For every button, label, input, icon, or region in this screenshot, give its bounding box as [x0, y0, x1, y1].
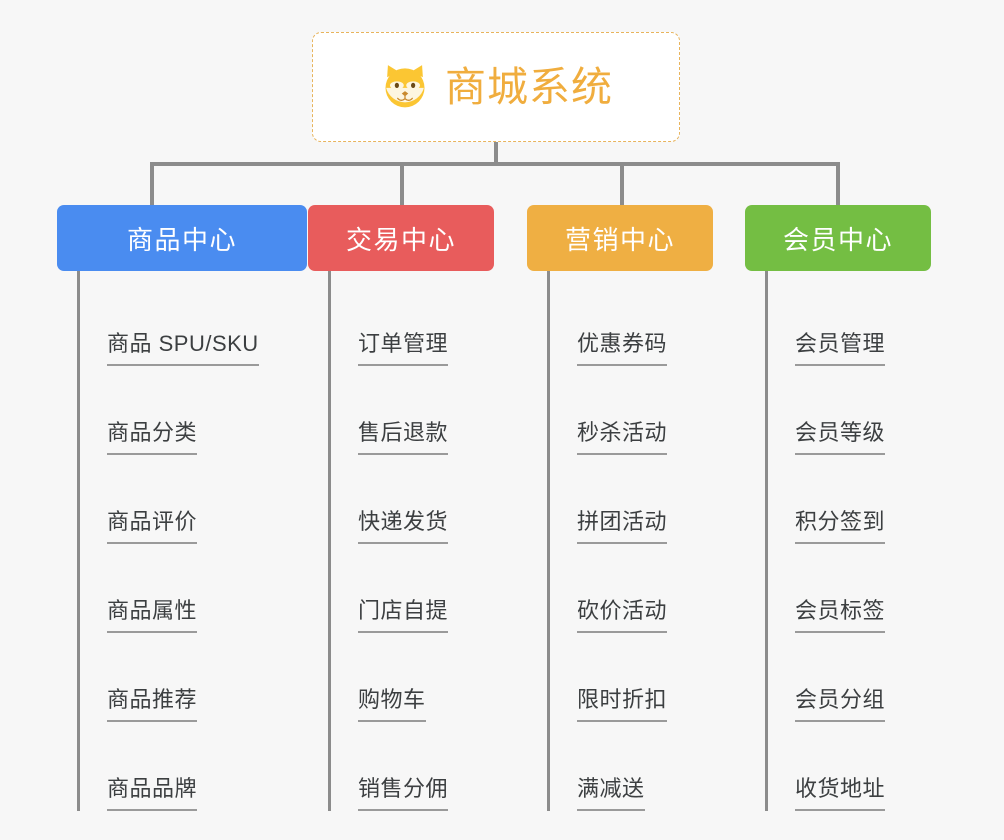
branch-column-2: 交易中心 订单管理 售后退款 快递发货 门店自提 购物车 销售分佣: [308, 205, 494, 811]
branch-column-3: 营销中心 优惠券码 秒杀活动 拼团活动 砍价活动 限时折扣 满减送: [527, 205, 713, 811]
leaf-spine-1: [77, 271, 80, 811]
leaf-label: 商品分类: [107, 422, 198, 455]
leaf-label: 拼团活动: [577, 511, 668, 544]
leaf-label: 商品评价: [107, 511, 198, 544]
leaf-item[interactable]: 商品分类: [57, 366, 307, 455]
leaf-item[interactable]: 门店自提: [308, 544, 494, 633]
branch-header-label-2: 交易中心: [345, 224, 456, 255]
leaf-item[interactable]: 商品 SPU/SKU: [57, 277, 307, 366]
leaf-item[interactable]: 销售分佣: [308, 722, 494, 811]
leaf-item[interactable]: 会员标签: [745, 544, 931, 633]
leaf-label: 收货地址: [795, 778, 886, 811]
leaf-label: 会员管理: [795, 333, 886, 366]
leaf-item[interactable]: 优惠券码: [527, 277, 713, 366]
leaf-label: 秒杀活动: [577, 422, 668, 455]
leaf-label: 会员标签: [795, 600, 886, 633]
leaf-label: 商品属性: [107, 600, 198, 633]
leaf-item[interactable]: 满减送: [527, 722, 713, 811]
branch-header-label-3: 营销中心: [564, 224, 675, 255]
leaf-label: 满减送: [577, 778, 645, 811]
leaf-label: 会员分组: [795, 689, 886, 722]
root-node[interactable]: 商城系统: [312, 32, 680, 142]
branch-header-1[interactable]: 商品中心: [57, 205, 307, 271]
leaf-spine-3: [547, 271, 550, 811]
leaf-label: 商品推荐: [107, 689, 198, 722]
leaf-label: 商品品牌: [107, 778, 198, 811]
branch-header-label-4: 会员中心: [782, 224, 893, 255]
connector-drop-1: [150, 162, 154, 206]
connector-drop-4: [836, 162, 840, 206]
leaf-item[interactable]: 会员分组: [745, 633, 931, 722]
leaf-item[interactable]: 收货地址: [745, 722, 931, 811]
leaf-label: 商品 SPU/SKU: [107, 333, 259, 366]
leaf-item[interactable]: 快递发货: [308, 455, 494, 544]
leaf-list-2: 订单管理 售后退款 快递发货 门店自提 购物车 销售分佣: [308, 271, 494, 811]
leaf-spine-4: [765, 271, 768, 811]
leaf-label: 限时折扣: [577, 689, 668, 722]
leaf-label: 门店自提: [358, 600, 449, 633]
leaf-label: 购物车: [358, 689, 426, 722]
leaf-item[interactable]: 砍价活动: [527, 544, 713, 633]
leaf-item[interactable]: 会员等级: [745, 366, 931, 455]
leaf-item[interactable]: 商品推荐: [57, 633, 307, 722]
leaf-item[interactable]: 秒杀活动: [527, 366, 713, 455]
leaf-label: 积分签到: [795, 511, 886, 544]
branch-header-label-1: 商品中心: [126, 224, 237, 255]
leaf-label: 会员等级: [795, 422, 886, 455]
root-title: 商城系统: [445, 63, 613, 110]
leaf-item[interactable]: 积分签到: [745, 455, 931, 544]
branch-column-4: 会员中心 会员管理 会员等级 积分签到 会员标签 会员分组 收货地址: [745, 205, 931, 811]
leaf-label: 售后退款: [358, 422, 449, 455]
connector-horizontal-bus: [150, 162, 840, 166]
leaf-item[interactable]: 商品属性: [57, 544, 307, 633]
leaf-item[interactable]: 售后退款: [308, 366, 494, 455]
leaf-label: 砍价活动: [577, 600, 668, 633]
branch-header-4[interactable]: 会员中心: [745, 205, 931, 271]
leaf-label: 快递发货: [358, 511, 449, 544]
leaf-label: 销售分佣: [358, 778, 449, 811]
leaf-item[interactable]: 会员管理: [745, 277, 931, 366]
connector-drop-2: [400, 162, 404, 206]
leaf-item[interactable]: 商品品牌: [57, 722, 307, 811]
leaf-item[interactable]: 订单管理: [308, 277, 494, 366]
leaf-list-4: 会员管理 会员等级 积分签到 会员标签 会员分组 收货地址: [745, 271, 931, 811]
leaf-item[interactable]: 商品评价: [57, 455, 307, 544]
branch-column-1: 商品中心 商品 SPU/SKU 商品分类 商品评价 商品属性 商品推荐 商品品牌: [57, 205, 307, 811]
branch-header-2[interactable]: 交易中心: [308, 205, 494, 271]
leaf-spine-2: [328, 271, 331, 811]
leaf-list-3: 优惠券码 秒杀活动 拼团活动 砍价活动 限时折扣 满减送: [527, 271, 713, 811]
leaf-label: 优惠券码: [577, 333, 668, 366]
shiba-dog-icon: [385, 65, 425, 108]
leaf-item[interactable]: 拼团活动: [527, 455, 713, 544]
branch-header-3[interactable]: 营销中心: [527, 205, 713, 271]
leaf-item[interactable]: 购物车: [308, 633, 494, 722]
connector-drop-3: [620, 162, 624, 206]
connector-root-stem: [494, 142, 498, 166]
leaf-list-1: 商品 SPU/SKU 商品分类 商品评价 商品属性 商品推荐 商品品牌: [57, 271, 307, 811]
leaf-label: 订单管理: [358, 333, 449, 366]
leaf-item[interactable]: 限时折扣: [527, 633, 713, 722]
